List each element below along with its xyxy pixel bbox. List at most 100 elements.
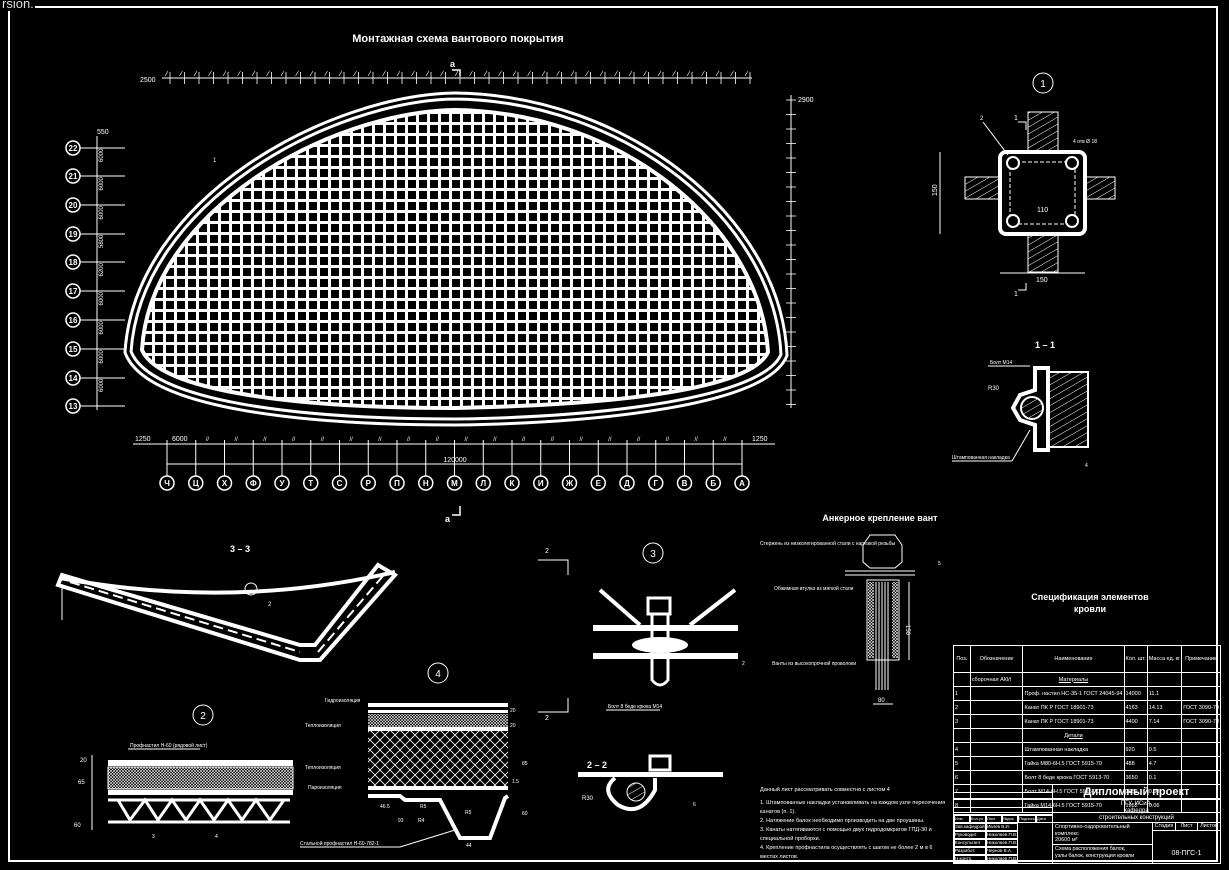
spec-title: кровли — [1074, 604, 1106, 614]
section-1-1-label: 1 – 1 — [1035, 340, 1055, 350]
spec-cell-note — [1181, 686, 1221, 701]
column-axis-label: Ц — [193, 479, 199, 488]
specification-table: Поз. Обозначение Наименование Кол. шт. М… — [953, 645, 1221, 813]
column-axis-label: Ф — [250, 479, 257, 488]
span-repeat-mark: // — [522, 437, 526, 443]
col-header: Наименование — [1022, 645, 1125, 673]
column-axis-label: М — [451, 479, 458, 488]
detail-1-side-dim: 150 — [1036, 277, 1048, 284]
grid-row — [954, 808, 1053, 815]
span-repeat-mark: // — [263, 437, 267, 443]
spec-cell-qty: 14000 — [1123, 686, 1148, 701]
spec-cell-name: Гайка М80-6Н.5 ГОСТ 5915-70 — [1022, 756, 1125, 771]
row-axes: 2260002160002060001958001862001760001660… — [65, 140, 125, 414]
spec-cell-code — [969, 714, 1024, 729]
span-repeat-mark: // — [666, 437, 670, 443]
clipped-caption: rsion. — [1, 0, 35, 11]
bolt-note: Обжимная втулка из мягкой стали — [774, 585, 854, 592]
spec-cell-mass: 7.14 — [1146, 714, 1183, 729]
column-axis-15: Ж// — [561, 437, 584, 491]
span-repeat-mark: // — [350, 437, 354, 443]
column-axis-1: Ч — [159, 440, 175, 491]
head-col: Дата — [1036, 815, 1053, 823]
col-header: Обозначение — [969, 645, 1024, 673]
layer-label: Теплоизоляция — [305, 723, 341, 729]
column-axis-11: М// — [446, 437, 468, 491]
section-1-1: 1 – 1 Болт М14 R30 Штампованная накладка… — [952, 340, 1089, 469]
span-repeat-mark: // — [493, 437, 497, 443]
spec-cell-code — [969, 686, 1024, 701]
col-header: Поз. — [953, 645, 971, 673]
dim: 20 — [510, 723, 516, 729]
row-axis-13: 13 — [65, 398, 125, 414]
spec-cell-code — [969, 728, 1024, 743]
dim: R5 — [420, 804, 427, 810]
org-line: кафедра — [1124, 808, 1149, 814]
column-axis-label: У — [280, 479, 286, 488]
spec-cell-pos — [953, 672, 971, 687]
spec-cell-mass — [1146, 728, 1183, 743]
row-axis-label: 15 — [69, 345, 78, 354]
spec-cell-code — [969, 742, 1024, 757]
row-axis-label: 17 — [69, 287, 78, 296]
spec-cell-pos — [953, 728, 971, 743]
row-span-dim: 6000 — [99, 291, 105, 305]
detail-1-leader: 2 — [980, 116, 984, 122]
column-axis-20: Б// — [705, 437, 727, 491]
column-axis-label: А — [739, 479, 745, 488]
row-axis-label: 16 — [69, 316, 78, 325]
detail-2-panel: 2 Профнастил Н-60 (рядовой лист) 20 65 6… — [74, 704, 294, 840]
row-axis-label: 13 — [69, 402, 78, 411]
section-mark-top: а — [450, 59, 461, 76]
detail-2-dim: 65 — [78, 780, 85, 786]
role: Зав.кафедрой — [954, 823, 986, 831]
detail-2-dim: 60 — [74, 823, 81, 829]
layer-label: Теплоизоляция — [305, 765, 341, 771]
section-1-1-bolt: Болт М14 — [990, 360, 1012, 366]
column-axis-3: Х// — [216, 437, 238, 491]
spec-cell-note: ГОСТ 3090-73 — [1181, 700, 1221, 715]
section-mark-label: а — [445, 514, 451, 524]
detail-3-label: 3 — [650, 549, 656, 560]
spec-cell-name: Детали — [1022, 728, 1125, 743]
span-repeat-mark: // — [580, 437, 584, 443]
dim: 44 — [466, 843, 472, 849]
spec-cell-note — [1181, 672, 1221, 687]
detail-2-leader: 4 — [215, 834, 218, 840]
row-axis-label: 20 — [69, 201, 78, 210]
spec-cell-pos: 3 — [953, 714, 971, 729]
span-repeat-mark: // — [695, 437, 699, 443]
dome-plan — [123, 91, 789, 427]
bolt-leader: 5 — [938, 561, 941, 567]
row-axis-label: 21 — [69, 172, 78, 181]
section-3-3-label: 3 – 3 — [230, 544, 250, 554]
section-mark-bottom: а — [445, 506, 461, 524]
layer-label: Гидроизоляция — [325, 698, 361, 704]
column-axis-label: К — [510, 479, 515, 488]
spec-cell-code: сборочная АКИ — [969, 672, 1024, 687]
head-col: №док — [1002, 815, 1018, 823]
note-item: 2. Натяжение балок необходимо производит… — [760, 818, 925, 824]
sheet-title-line: узлы балок, конструкция кровли — [1055, 852, 1135, 859]
section-mark-label: а — [450, 59, 456, 69]
section-2-2-radius: R30 — [582, 796, 594, 802]
span-repeat-mark: // — [637, 437, 641, 443]
column-axis-label: Л — [480, 479, 486, 488]
span-repeat-mark: // — [436, 437, 440, 443]
section-2-2: 2 – 2 R30 6 — [578, 754, 723, 811]
spec-cell-qty — [1123, 728, 1148, 743]
spec-cell-name: Канат ПК Р ГОСТ 18901-73 — [1022, 700, 1125, 715]
spec-cell-qty — [1123, 672, 1148, 687]
span-repeat-mark: // — [551, 437, 555, 443]
col-header: Примечание — [1181, 645, 1221, 673]
org-line: строительных конструкций — [1099, 815, 1174, 821]
detail-4-roof-layers: 4 Гидроизоляция Теплоизоляция Теплоизоля… — [300, 662, 528, 849]
